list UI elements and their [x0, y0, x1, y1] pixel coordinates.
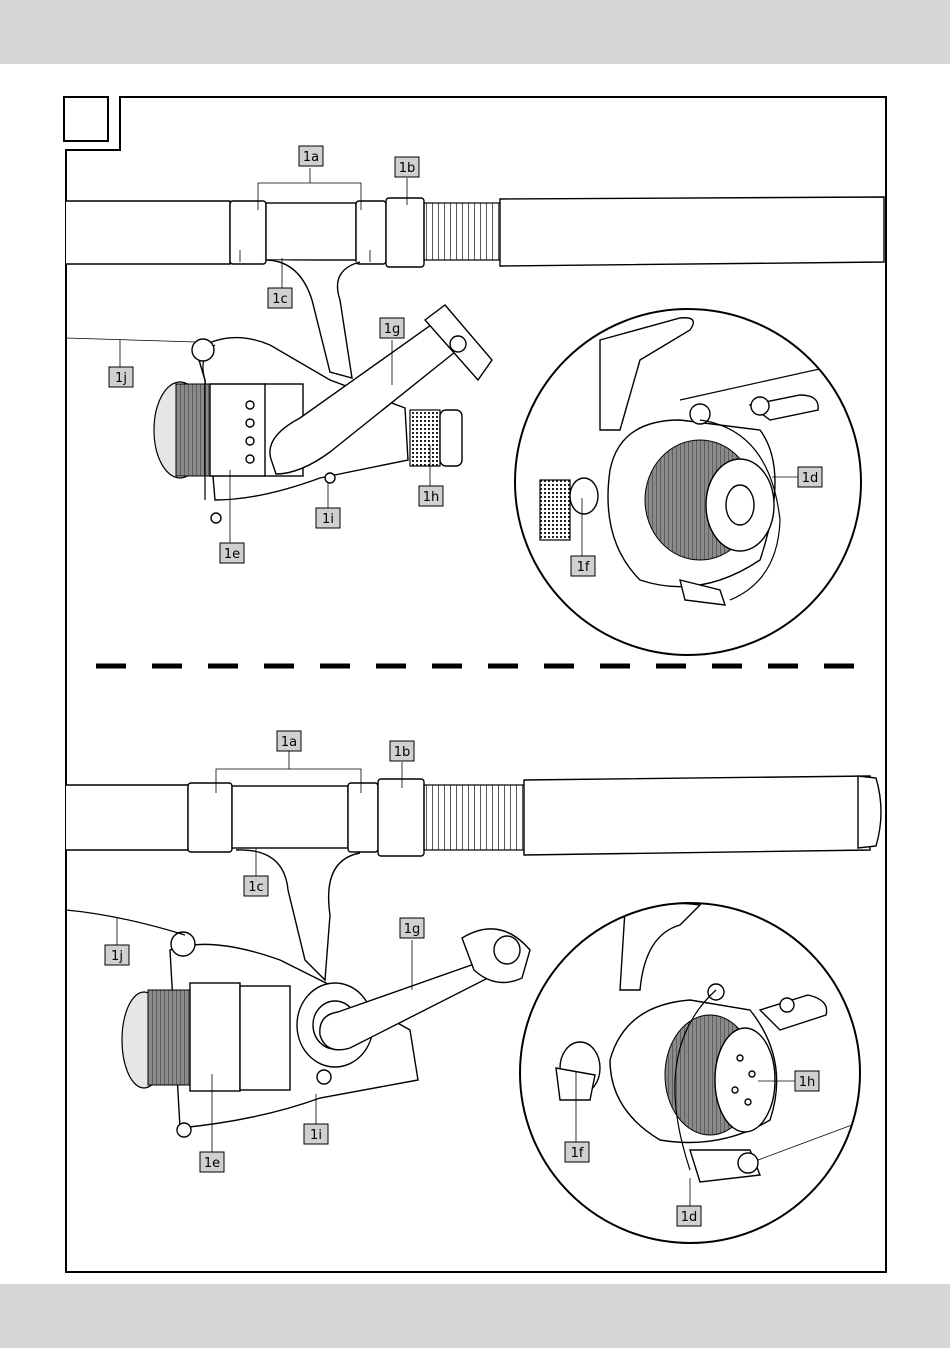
svg-text:1b: 1b — [399, 161, 416, 176]
top-rod — [66, 197, 884, 267]
bottom-label-1d: 1d — [677, 1206, 701, 1226]
svg-text:1j: 1j — [111, 949, 123, 964]
top-label-1a: 1a — [299, 146, 323, 166]
bottom-label-1b: 1b — [390, 741, 414, 761]
bottom-rod — [66, 776, 881, 856]
svg-text:1a: 1a — [303, 150, 319, 165]
top-reel — [154, 260, 492, 523]
svg-text:1d: 1d — [802, 471, 819, 486]
svg-text:1h: 1h — [423, 490, 440, 505]
bottom-label-1h: 1h — [795, 1071, 819, 1091]
svg-text:1e: 1e — [224, 547, 240, 562]
top-label-1e: 1e — [220, 543, 244, 563]
svg-text:1d: 1d — [681, 1210, 698, 1225]
svg-text:1a: 1a — [281, 735, 297, 750]
bottom-label-1e: 1e — [200, 1152, 224, 1172]
top-label-1j: 1j — [109, 367, 133, 387]
bottom-label-1g: 1g — [400, 918, 424, 938]
svg-text:1i: 1i — [310, 1128, 322, 1143]
svg-text:1f: 1f — [571, 1146, 584, 1161]
bottom-label-1j: 1j — [105, 945, 129, 965]
top-label-1f: 1f — [571, 556, 595, 576]
svg-text:1g: 1g — [384, 322, 401, 337]
top-label-1b: 1b — [395, 157, 419, 177]
svg-text:1h: 1h — [799, 1075, 816, 1090]
top-label-1c: 1c — [268, 288, 292, 308]
svg-text:1e: 1e — [204, 1156, 220, 1171]
svg-text:1f: 1f — [577, 560, 590, 575]
figure-number-box — [64, 97, 108, 141]
svg-text:1b: 1b — [394, 745, 411, 760]
bottom-label-1a: 1a — [277, 731, 301, 751]
top-label-1i: 1i — [316, 508, 340, 528]
top-label-1h: 1h — [419, 486, 443, 506]
top-label-1g: 1g — [380, 318, 404, 338]
bottom-label-1f: 1f — [565, 1142, 589, 1162]
svg-text:1g: 1g — [404, 922, 421, 937]
top-label-1d: 1d — [798, 467, 822, 487]
bottom-label-1c: 1c — [244, 876, 268, 896]
svg-text:1i: 1i — [322, 512, 334, 527]
svg-text:1c: 1c — [272, 292, 287, 307]
svg-text:1j: 1j — [115, 371, 127, 386]
svg-text:1c: 1c — [248, 880, 263, 895]
bottom-reel — [66, 850, 530, 1137]
bottom-label-1i: 1i — [304, 1124, 328, 1144]
